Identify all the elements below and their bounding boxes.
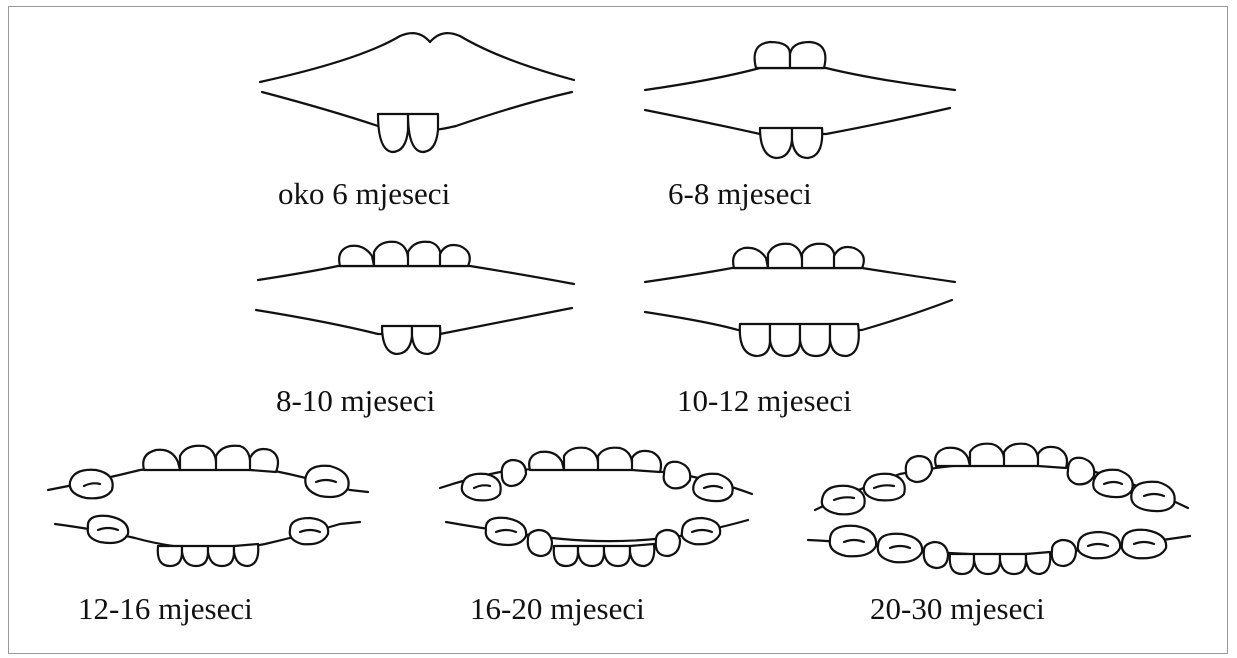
upper-tooth [733,248,768,268]
stage-label: 12-16 mjeseci [78,593,253,624]
lower-incisor [412,326,440,354]
lower-canine [1052,540,1076,566]
lower-molar [290,518,328,544]
lower-tooth [158,546,182,566]
lower-molar [1122,530,1166,559]
upper-incisor [755,42,790,68]
lower-incisor [760,128,792,158]
upper-tooth [970,444,1004,466]
lower-tooth [770,324,800,356]
upper-tooth [374,242,408,266]
lower-tooth [830,324,859,356]
upper-tooth [250,449,278,472]
lower-molar [88,516,128,543]
upper-lip [258,266,574,284]
upper-tooth [1004,444,1038,466]
upper-tooth [143,450,180,470]
lower-tooth [740,324,770,356]
upper-canine [502,460,526,486]
mouth-stage-7 [808,444,1190,574]
lower-tooth [578,546,604,566]
stage-label: 8-10 mjeseci [276,385,435,416]
lower-tooth [234,544,258,566]
mouth-stage-4 [645,244,955,356]
upper-tooth [408,242,441,266]
upper-lip [645,268,955,282]
upper-molar [305,466,348,497]
lower-tooth [208,546,234,566]
upper-tooth [339,246,374,266]
upper-molar [1093,470,1133,497]
upper-tooth [529,452,564,470]
stage-label: 6-8 mjeseci [668,178,812,209]
mouth-stage-5 [48,446,368,566]
upper-tooth [834,247,864,268]
upper-tooth [935,448,970,466]
lower-incisor [378,114,408,152]
upper-tooth [216,446,250,470]
upper-lip [645,68,955,90]
upper-tooth [1038,447,1067,468]
upper-tooth [564,448,598,470]
lower-tooth [182,546,208,566]
upper-canine [664,462,691,489]
lower-incisor [382,326,412,354]
stage-label: 20-30 mjeseci [870,593,1045,624]
upper-canine [1068,458,1095,485]
upper-tooth [180,446,216,470]
upper-lip [260,33,574,82]
upper-tooth [440,245,470,266]
upper-tooth [598,448,632,470]
upper-molar [693,474,733,501]
lower-tooth [604,546,630,566]
mouth-stage-3 [256,242,574,354]
upper-tooth [802,244,835,268]
lower-canine [924,542,948,568]
lower-tooth [800,324,830,356]
upper-canine [906,456,932,482]
upper-molar [1131,482,1174,511]
lower-molar [878,534,922,563]
upper-molar [822,486,865,515]
stage-label: oko 6 mjeseci [278,178,450,209]
upper-molar [864,474,905,501]
stage-label: 16-20 mjeseci [470,593,645,624]
mouth-stage-1 [260,33,574,152]
lower-tooth [630,544,654,566]
lower-incisor [792,128,822,158]
mouth-stage-6 [440,448,752,566]
lower-canine [528,530,552,556]
upper-tooth [768,244,802,268]
lower-tooth [554,546,578,566]
lower-canine [656,530,680,556]
mouth-stage-2 [645,42,955,158]
lower-tooth [974,554,1000,574]
lower-molar [1078,532,1120,558]
stage-label: 10-12 mjeseci [677,385,852,416]
upper-tooth [632,451,661,472]
lower-molar [682,518,720,544]
lower-tooth [1000,554,1026,574]
upper-molar [462,474,501,501]
lower-tooth [1026,552,1050,574]
lower-tooth [950,554,974,574]
upper-incisor [790,42,825,68]
lower-incisor [408,114,438,152]
lower-molar [486,518,526,545]
